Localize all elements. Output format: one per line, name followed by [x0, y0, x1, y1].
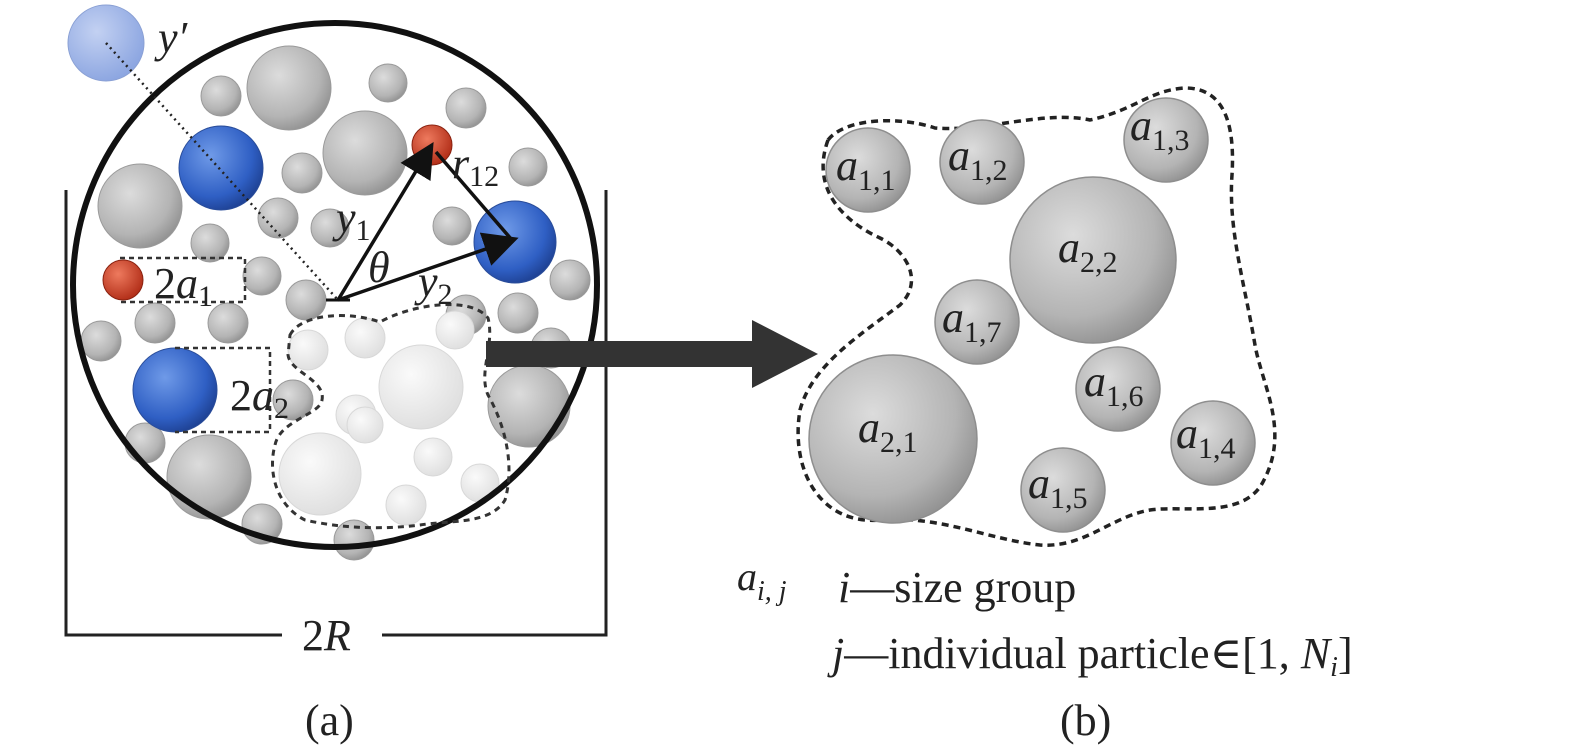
blue-particle: [178, 125, 264, 211]
label-2a2: 2a2: [230, 371, 289, 425]
label-theta: θ: [368, 243, 390, 292]
particle-a21: [808, 354, 978, 524]
caption-a: (a): [305, 696, 354, 745]
label-y-prime: y′: [154, 13, 189, 62]
label-a16: a1,6: [1084, 357, 1144, 413]
particle-a22: [1009, 176, 1177, 344]
vector-r12: [434, 150, 514, 242]
particle-a13: [1123, 97, 1209, 183]
cluster-outline-a: [271, 303, 511, 530]
label-a22: a2,2: [1058, 223, 1118, 279]
panel-b: a1,1 a1,2 a1,3 a2,2 a1,7 a1,6 a2,1 a1,4 …: [737, 86, 1353, 745]
label-a11: a1,1: [836, 141, 896, 197]
container-circle: [70, 20, 600, 550]
legend-size-group: i—size group: [838, 563, 1076, 612]
label-a13: a1,3: [1130, 101, 1190, 157]
red-particle: [102, 259, 144, 301]
label-2a1: 2a1: [154, 259, 213, 313]
label-y2: y2: [414, 257, 453, 311]
size-box-a2: [175, 346, 272, 434]
transition-arrow: [486, 320, 818, 388]
particle-a16: [1075, 346, 1161, 432]
particle-a11: [825, 127, 911, 213]
label-a17: a1,7: [942, 293, 1002, 349]
red-particle: [411, 124, 453, 166]
blue-particle: [132, 347, 218, 433]
label-a12: a1,2: [948, 131, 1008, 187]
caption-b: (b): [1060, 696, 1111, 745]
label-y1: y1: [332, 193, 371, 247]
particle-a12: [939, 119, 1025, 205]
label-a15: a1,5: [1028, 459, 1088, 515]
vector-y2: [337, 232, 519, 302]
particle-a15: [1020, 447, 1106, 533]
panel-a: y′ r12 y1 θ y2 2a1 2a2 2R (a): [64, 4, 608, 745]
label-a21: a2,1: [858, 403, 918, 459]
particle-a17: [934, 279, 1020, 365]
particle-a14: [1170, 400, 1256, 486]
label-a14: a1,4: [1176, 409, 1236, 465]
faded-cluster-particles: [278, 310, 500, 526]
cluster-outline-b: [796, 86, 1277, 547]
vector-y1: [336, 142, 434, 301]
blue-particle: [473, 200, 557, 284]
label-r12: r12: [452, 139, 499, 193]
legend-symbol: ai, j: [737, 554, 787, 607]
label-2R: 2R: [302, 611, 351, 660]
diameter-bracket: [64, 190, 608, 637]
legend-individual-particle: j—individual particle∈[1, Ni]: [827, 629, 1353, 683]
y-prime-line: [105, 42, 339, 301]
size-box-a1: [120, 256, 247, 304]
